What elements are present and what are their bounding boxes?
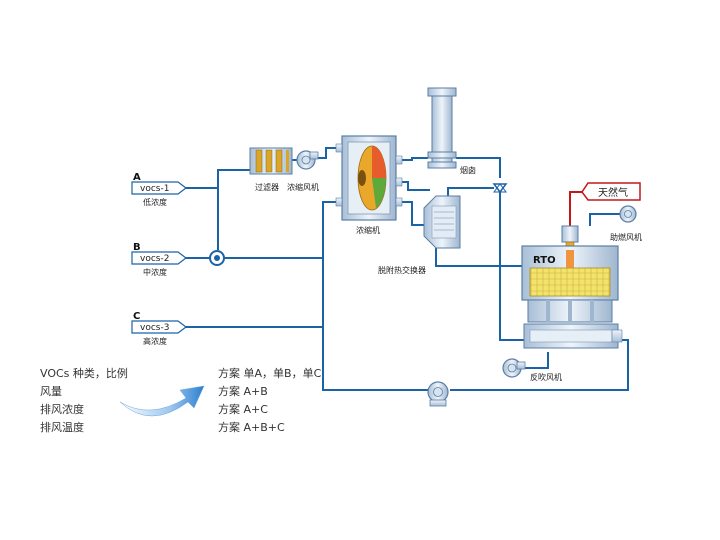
- main-blower-icon: [427, 381, 449, 407]
- scheme-item: 方案 A+B+C: [218, 420, 285, 434]
- param-item: VOCs 种类，比例: [40, 366, 128, 380]
- inlet-tag-text: vocs-1: [140, 184, 169, 194]
- inlet-letter: A: [133, 172, 141, 183]
- chimney-icon: [427, 87, 457, 169]
- concentrate-fan-icon: [296, 150, 319, 170]
- parameter-list: VOCs 种类，比例 风量 排风浓度 排风温度: [40, 366, 128, 434]
- concentrate-fan-label: 浓缩风机: [287, 182, 319, 192]
- inlet-concentration: 低浓度: [143, 197, 167, 207]
- valve-icon: [492, 183, 508, 194]
- filter-label: 过滤器: [255, 182, 279, 192]
- inlet-tag-box: [131, 181, 187, 195]
- inlet-letter: C: [133, 311, 140, 322]
- scheme-item: 方案 单A，单B，单C: [218, 366, 322, 380]
- inlet-tag-box: [131, 320, 187, 334]
- param-item: 排风温度: [40, 420, 84, 434]
- concentrator-label: 浓缩机: [356, 225, 380, 235]
- curved-arrow-icon: [119, 385, 205, 417]
- heat-exchanger-icon: [423, 195, 461, 249]
- inlet-A: A vocs-1 低浓度: [131, 172, 187, 207]
- rto-label: RTO: [533, 255, 556, 266]
- inlet-tag-text: vocs-2: [140, 254, 169, 264]
- inlet-B: B vocs-2 中浓度: [131, 242, 187, 277]
- scheme-item: 方案 A+B: [218, 384, 268, 398]
- heat-exchanger-label: 脱附热交换器: [378, 265, 426, 275]
- param-item: 排风浓度: [40, 402, 84, 416]
- backblow-fan-icon: [502, 358, 526, 378]
- chimney-label: 烟囱: [460, 165, 476, 175]
- combustion-fan-icon: [619, 205, 637, 223]
- combustion-fan-label: 助燃风机: [610, 232, 642, 242]
- inlet-tag-box: [131, 251, 187, 265]
- scheme-item: 方案 A+C: [218, 402, 268, 416]
- inlet-concentration: 高浓度: [143, 336, 167, 346]
- scheme-list: 方案 单A，单B，单C 方案 A+B 方案 A+C 方案 A+B+C: [218, 366, 322, 434]
- inlet-C: C vocs-3 高浓度: [131, 311, 187, 346]
- inlet-concentration: 中浓度: [143, 267, 167, 277]
- natural-gas-label: 天然气: [598, 186, 628, 199]
- natural-gas-tag: 天然气: [581, 182, 641, 201]
- inlet-tag-text: vocs-3: [140, 323, 169, 333]
- filter-icon: [249, 147, 293, 175]
- mixing-valve-icon: [209, 250, 225, 266]
- concentrator-icon: [335, 135, 403, 221]
- rto-icon: [521, 225, 623, 349]
- backblow-fan-label: 反吹风机: [530, 372, 562, 382]
- inlet-letter: B: [133, 242, 141, 253]
- param-item: 风量: [40, 385, 62, 398]
